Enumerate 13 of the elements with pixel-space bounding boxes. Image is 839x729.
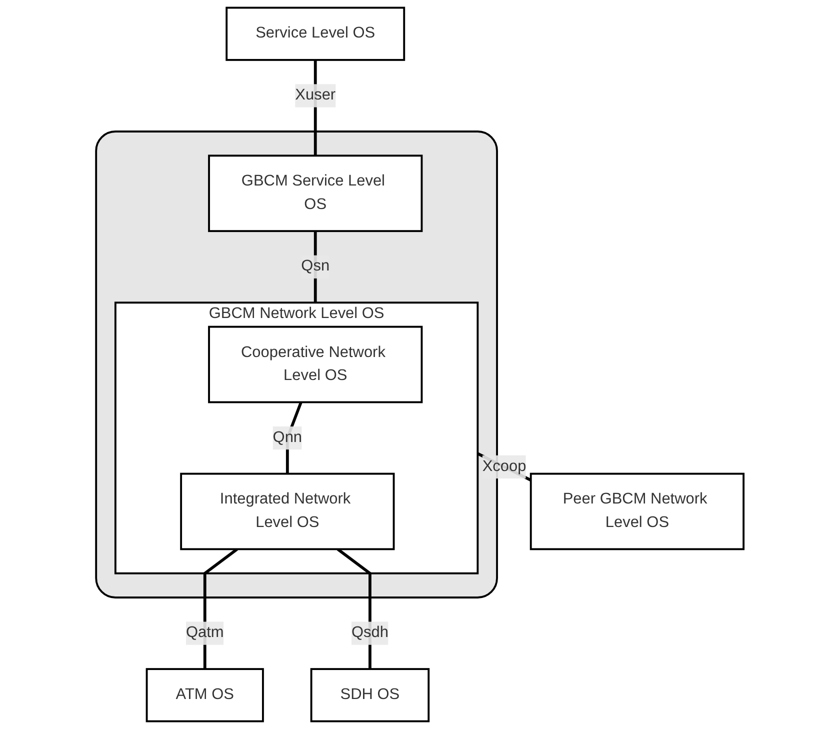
edge-label: Qsn bbox=[300, 258, 330, 275]
node-box: SDH OS bbox=[310, 668, 430, 722]
edge-label: Qatm bbox=[186, 624, 224, 642]
edge-label: Xuser bbox=[294, 87, 336, 104]
node-box: Integrated Network Level OS bbox=[180, 472, 394, 550]
node-box: Service Level OS bbox=[225, 6, 405, 61]
node-box: GBCM Service Level OS bbox=[208, 154, 422, 232]
node-box: Peer GBCM Network Level OS bbox=[530, 472, 744, 550]
node-box: ATM OS bbox=[145, 668, 264, 722]
edge-label: Qsdh bbox=[351, 624, 388, 642]
node-box: Cooperative Network Level OS bbox=[208, 326, 422, 404]
edge-label: Qnn bbox=[272, 429, 302, 446]
edge-label: Xcoop bbox=[482, 458, 526, 475]
